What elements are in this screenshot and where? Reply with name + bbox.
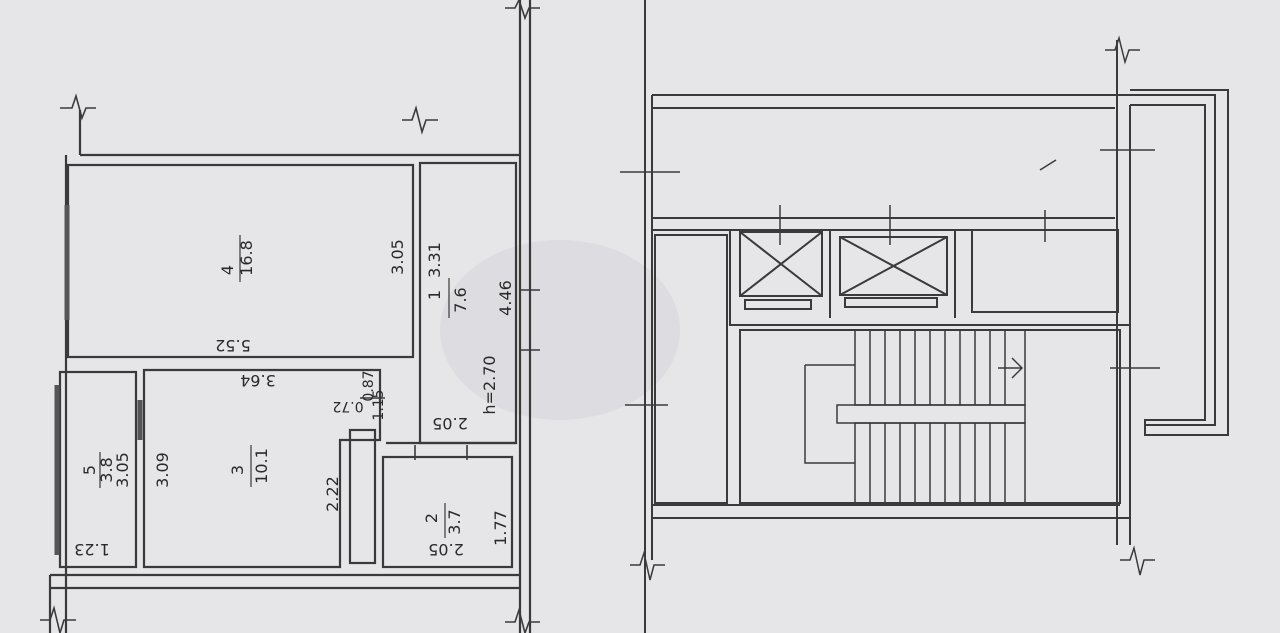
room-4-length: 5.52: [215, 336, 251, 355]
stair-block: [644, 0, 1229, 633]
stair-side-room: [654, 234, 728, 504]
elevator-2-cross-b: [839, 236, 948, 296]
break-mark-2: [402, 105, 438, 135]
stair-block-top-wall: [652, 94, 1216, 426]
room-2-width-top: 2.05: [432, 414, 468, 433]
corridor-wall: [80, 0, 532, 633]
stair-landing: [836, 404, 1026, 424]
lower-flight-steps: [869, 423, 1006, 503]
axis-ticks: [620, 35, 1160, 581]
stair-block-bottom-wall: [652, 504, 1130, 519]
room-4-width: 3.05: [388, 239, 407, 275]
stair-direction-arrow: [998, 357, 1024, 379]
paper-shadow: [440, 240, 680, 420]
south-wall: [48, 573, 520, 633]
elevator-1-cross-b: [739, 231, 823, 297]
room-5-area: 3.8: [97, 457, 116, 482]
elevators: [739, 230, 956, 318]
room-2-area: 3.7: [445, 509, 464, 534]
break-mark-8: [1120, 545, 1155, 576]
room-1-number: 1: [425, 290, 444, 300]
room-1-dim-a: 3.31: [425, 242, 444, 278]
break-mark-4: [505, 607, 540, 633]
room-5-depth: 1.23: [74, 540, 110, 559]
room-3-number: 3: [228, 465, 247, 475]
room-5-outline: [58, 370, 138, 569]
room-3-depth: 2.22: [323, 476, 342, 512]
room-3-width: 3.09: [153, 452, 172, 488]
room-3-length: 3.64: [240, 371, 276, 390]
break-mark-5: [40, 605, 76, 633]
elevator-1-door: [744, 299, 812, 310]
room-1-area: 7.6: [451, 287, 470, 312]
room-3-dim-b: 1.15: [371, 389, 387, 420]
stair-railing: [804, 364, 855, 464]
room-1-dim-b: 4.46: [496, 280, 515, 316]
break-mark-3: [505, 0, 540, 21]
break-mark-1: [60, 93, 96, 121]
elevator-1: [739, 231, 823, 297]
room-4-number: 4: [218, 265, 237, 275]
break-mark-6: [1105, 35, 1140, 65]
room-2-depth: 1.77: [491, 510, 510, 546]
break-marks: [40, 0, 540, 633]
stair-flights: [804, 329, 1026, 504]
vent-shaft: [348, 428, 377, 565]
ceiling-height: h=2.70: [480, 355, 499, 414]
elevator-lobby-line: [729, 230, 1130, 326]
room-labels: 4 16.8 5.52 3.05 1 7.6 3.31 4.46 h=2.70 …: [74, 235, 515, 559]
room-5-number: 5: [80, 465, 99, 475]
room-3-outline: [142, 368, 382, 569]
elevator-2: [839, 236, 948, 296]
room-3-area: 10.1: [252, 448, 271, 484]
elevator-2-door: [844, 297, 938, 308]
upper-flight-steps: [869, 330, 1006, 405]
room-3-dim-a: 0.87: [361, 370, 377, 401]
pencil-mark: [1039, 159, 1057, 171]
room-5-width: 3.05: [113, 452, 132, 488]
break-mark-7: [630, 550, 665, 581]
room-2-number: 2: [422, 513, 441, 523]
room-4-area: 16.8: [237, 240, 256, 276]
room-2-outline: [381, 455, 514, 569]
room-2-width-bottom: 2.05: [428, 540, 464, 559]
door-marks: [360, 289, 540, 460]
windows: [54, 205, 143, 555]
room-3-dim-c: 0.72: [332, 398, 363, 414]
